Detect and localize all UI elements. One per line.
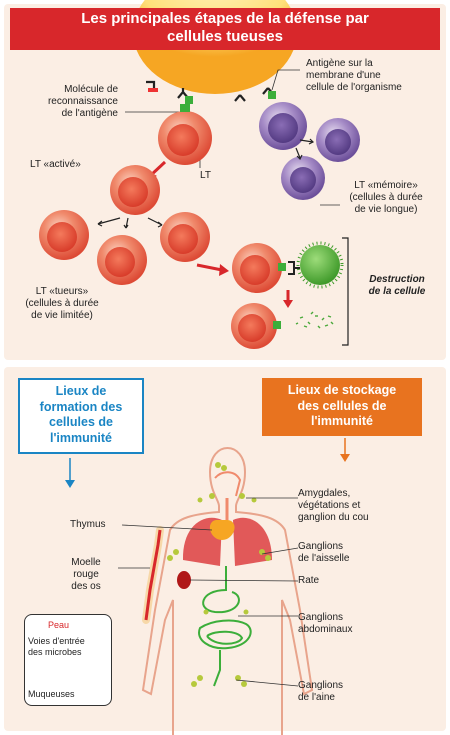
- antigen-green-2: [268, 91, 276, 99]
- label-ganglions-aine: Ganglions de l'aine: [298, 680, 344, 703]
- lt-cell-main: [158, 104, 212, 165]
- label-moelle: Moelle rouge des os: [71, 557, 101, 592]
- label-amygdales: Amygdales, végétations et ganglion du co…: [298, 488, 369, 523]
- label-thymus: Thymus: [70, 519, 106, 530]
- memory-cell-3: [281, 156, 325, 200]
- organ-leaders: [118, 497, 299, 687]
- label-antigen: Antigène sur la membrane d'une cellule d…: [306, 58, 402, 93]
- debris: [295, 311, 334, 329]
- split-arrows: [97, 217, 163, 229]
- label-lt: LT: [200, 170, 211, 181]
- infected-cell: [296, 241, 344, 289]
- memory-cell-1: [259, 102, 307, 150]
- legend: [24, 614, 112, 706]
- title-line-2: cellules tueuses: [167, 28, 283, 45]
- storage-box: Lieux de stockage des cellules de l'immu…: [262, 378, 422, 436]
- arrow-down-head: [283, 300, 293, 308]
- label-ganglions-abdominaux: Ganglions abdominaux: [298, 612, 353, 635]
- legend-peau: Peau: [48, 620, 70, 630]
- legend-muqueuses: Muqueuses: [28, 689, 75, 699]
- label-lt-memory: LT «mémoire» (cellules à durée de vie lo…: [349, 180, 423, 215]
- antigen-receptors: [146, 80, 274, 102]
- blue-arrow-head: [65, 480, 75, 488]
- bone-femur: [142, 526, 164, 624]
- label-ganglions-aisselle: Ganglions de l'aisselle: [298, 541, 350, 564]
- airway: [214, 471, 242, 497]
- killer-cell-3: [160, 212, 210, 262]
- memory-arrows: [295, 138, 315, 161]
- label-lt-killers: LT «tueurs» (cellules à durée de vie lim…: [25, 286, 99, 321]
- formation-box: Lieux de formation des cellules de l'imm…: [18, 378, 144, 454]
- lt-activated-cell: [110, 165, 160, 215]
- thymus: [209, 520, 235, 540]
- title-line-1: Les principales étapes de la défense par: [81, 10, 369, 27]
- label-molecule: Molécule de reconnaissance de l'antigène: [47, 84, 118, 119]
- lymph-nodes: [167, 462, 271, 687]
- arrow-to-target: [196, 263, 223, 272]
- memory-cell-2: [316, 118, 360, 162]
- digestive-tract: [198, 566, 252, 687]
- spleen: [177, 571, 191, 589]
- killer-cell-2: [97, 235, 147, 285]
- label-lt-active: LT «activé»: [30, 159, 81, 170]
- page-title: Les principales étapes de la défense par…: [10, 8, 440, 48]
- bracket: [342, 237, 349, 346]
- orange-arrow-head: [340, 454, 350, 462]
- legend-voies: Voies d'entrée des microbes: [28, 636, 85, 657]
- label-destruction: Destruction de la cellule: [368, 274, 426, 297]
- antigen-green: [185, 96, 193, 104]
- killer-cell-attacking: [232, 243, 300, 293]
- killer-cell-1: [39, 210, 89, 260]
- arrow-to-target-head: [219, 264, 229, 276]
- killer-cell-after: [231, 303, 281, 349]
- label-rate: Rate: [298, 575, 320, 586]
- human-body: [141, 447, 314, 735]
